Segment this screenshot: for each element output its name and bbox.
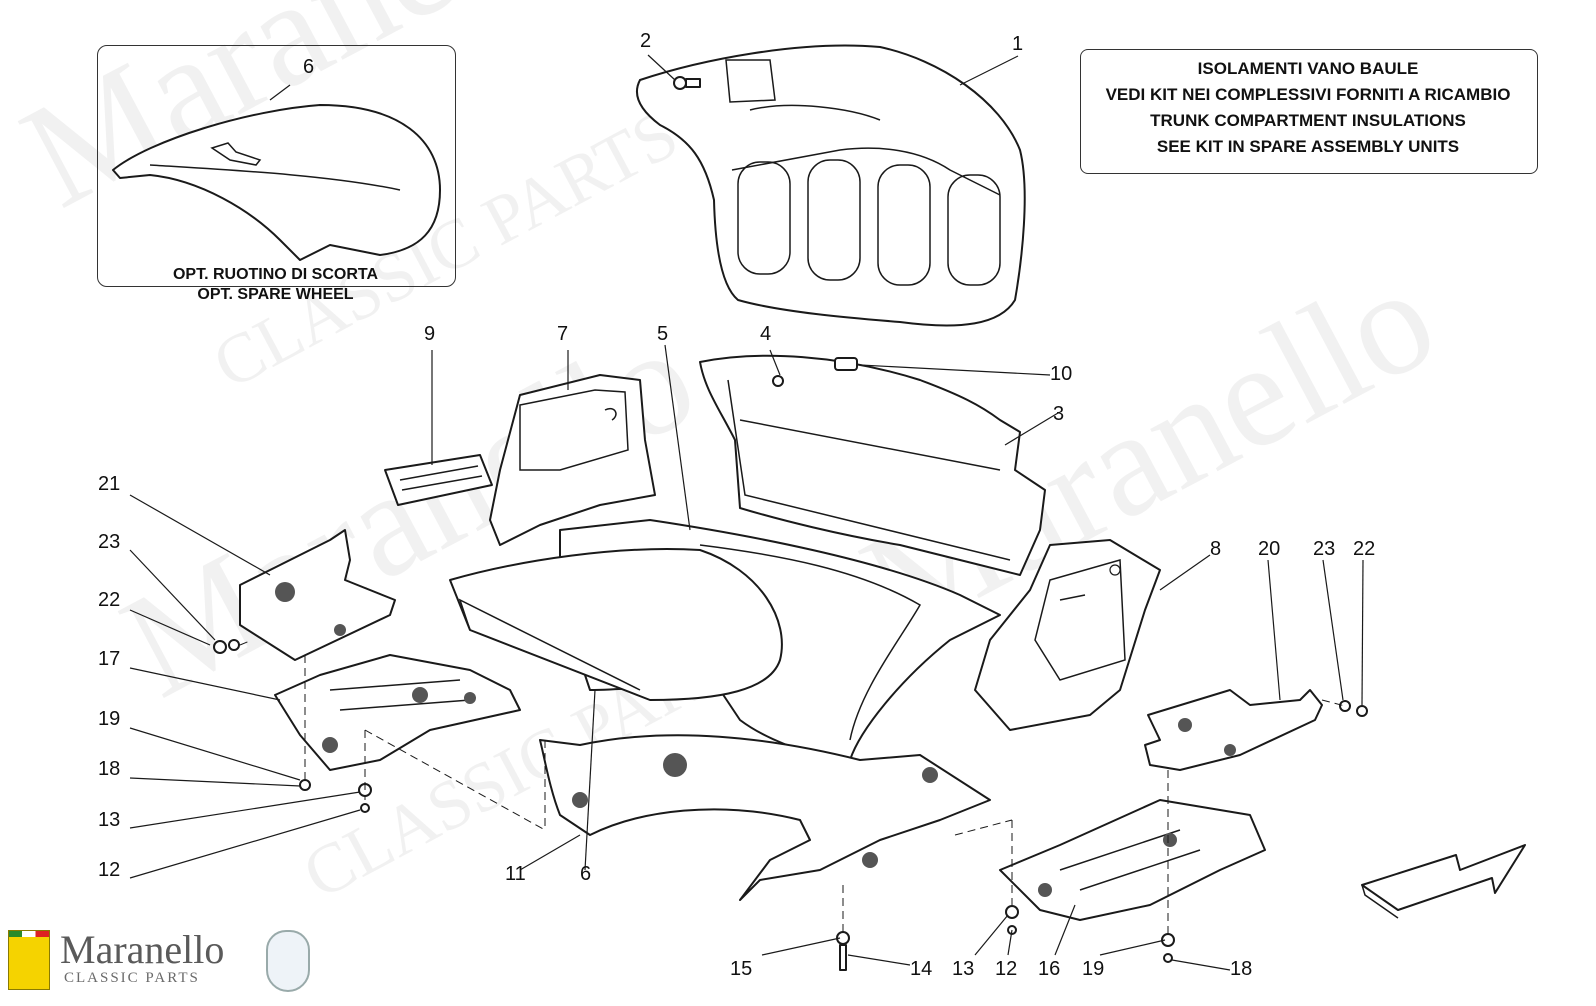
- logo-brand-sub: CLASSIC PARTS: [64, 970, 200, 986]
- callout-2: 2: [640, 30, 651, 52]
- callout-8: 8: [1210, 538, 1221, 560]
- callout-19a: 19: [98, 708, 120, 730]
- mesh-patch: [322, 737, 338, 753]
- note-line-3: TRUNK COMPARTMENT INSULATIONS: [1150, 111, 1466, 130]
- part-7-left-side-panel: [489, 374, 656, 546]
- callout-6b: 6: [580, 863, 591, 885]
- part-21-left-bracket: [239, 529, 396, 661]
- callout-18b: 18: [1230, 958, 1252, 980]
- inset-callout-6: 6: [303, 56, 314, 78]
- mesh-patch: [1178, 718, 1192, 732]
- mesh-patch: [862, 852, 878, 868]
- note-line-2: VEDI KIT NEI COMPLESSIVI FORNITI A RICAM…: [1105, 85, 1511, 104]
- callout-15: 15: [730, 958, 752, 980]
- assembly-lines: [239, 639, 1346, 935]
- callout-10: 10: [1050, 363, 1072, 385]
- callout-20: 20: [1258, 538, 1280, 560]
- part-17-left-plate: [274, 654, 521, 771]
- callout-13b: 13: [952, 958, 974, 980]
- mesh-patch: [1224, 744, 1236, 756]
- inset-caption-en: OPT. SPARE WHEEL: [197, 286, 354, 303]
- mesh-patch: [663, 753, 687, 777]
- mesh-patch: [275, 582, 295, 602]
- inset-panel: [97, 45, 456, 287]
- part-16-right-plate: [999, 799, 1266, 921]
- part-20-right-bracket: [1144, 689, 1323, 771]
- part-6-cover-main: [449, 548, 783, 701]
- callout-18a: 18: [98, 758, 120, 780]
- callout-numbers: 2 1 3 4 5 7 10 9 8 20 23 22 21 23 22 17 …: [98, 30, 1375, 980]
- part-11-lower-insulation: [539, 734, 991, 901]
- mesh-patch: [1163, 833, 1177, 847]
- note-line-1: ISOLAMENTI VANO BAULE: [1197, 59, 1419, 78]
- callout-12a: 12: [98, 859, 120, 881]
- callout-4: 4: [760, 323, 771, 345]
- callout-1: 1: [1012, 33, 1023, 55]
- callout-13a: 13: [98, 809, 120, 831]
- trident-emblem-icon: [266, 930, 310, 992]
- part-4-screw: [772, 375, 784, 387]
- mesh-patch: [1038, 883, 1052, 897]
- callout-9: 9: [424, 323, 435, 345]
- direction-arrow-icon: [1361, 844, 1526, 919]
- logo-brand-name: Maranello: [60, 927, 225, 972]
- leader-lines: [129, 54, 1364, 971]
- callout-12b: 12: [995, 958, 1017, 980]
- part-10-clip: [834, 357, 858, 371]
- inset-part-6-drawing: [112, 104, 441, 261]
- part-9-switch-block: [384, 454, 493, 506]
- part-3-rear-panel: [699, 354, 1046, 576]
- mesh-patch: [412, 687, 428, 703]
- callout-19b: 19: [1082, 958, 1104, 980]
- callout-23a: 23: [98, 531, 120, 553]
- part-1-lid-insulation: [635, 44, 1026, 327]
- callout-7: 7: [557, 323, 568, 345]
- inset-caption: OPT. RUOTINO DI SCORTA OPT. SPARE WHEEL: [97, 265, 454, 305]
- note-box: [1080, 49, 1538, 174]
- callout-23b: 23: [1313, 538, 1335, 560]
- callout-21: 21: [98, 473, 120, 495]
- callout-14: 14: [910, 958, 932, 980]
- mesh-patch: [922, 767, 938, 783]
- callout-22a: 22: [98, 589, 120, 611]
- note-line-4: SEE KIT IN SPARE ASSEMBLY UNITS: [1156, 137, 1460, 156]
- mesh-patch: [334, 624, 346, 636]
- part-8-right-side-panel: [974, 539, 1161, 731]
- mesh-patch: [572, 792, 588, 808]
- part-2-screw: [673, 76, 701, 90]
- callout-17: 17: [98, 648, 120, 670]
- callout-11: 11: [505, 863, 526, 885]
- callout-3: 3: [1053, 403, 1064, 425]
- note-text: ISOLAMENTI VANO BAULE VEDI KIT NEI COMPL…: [1080, 56, 1536, 160]
- callout-22b: 22: [1353, 538, 1375, 560]
- callout-16: 16: [1038, 958, 1060, 980]
- shield-icon: [8, 930, 50, 990]
- callout-5: 5: [657, 323, 668, 345]
- inset-caption-it: OPT. RUOTINO DI SCORTA: [172, 266, 379, 283]
- mesh-patch: [464, 692, 476, 704]
